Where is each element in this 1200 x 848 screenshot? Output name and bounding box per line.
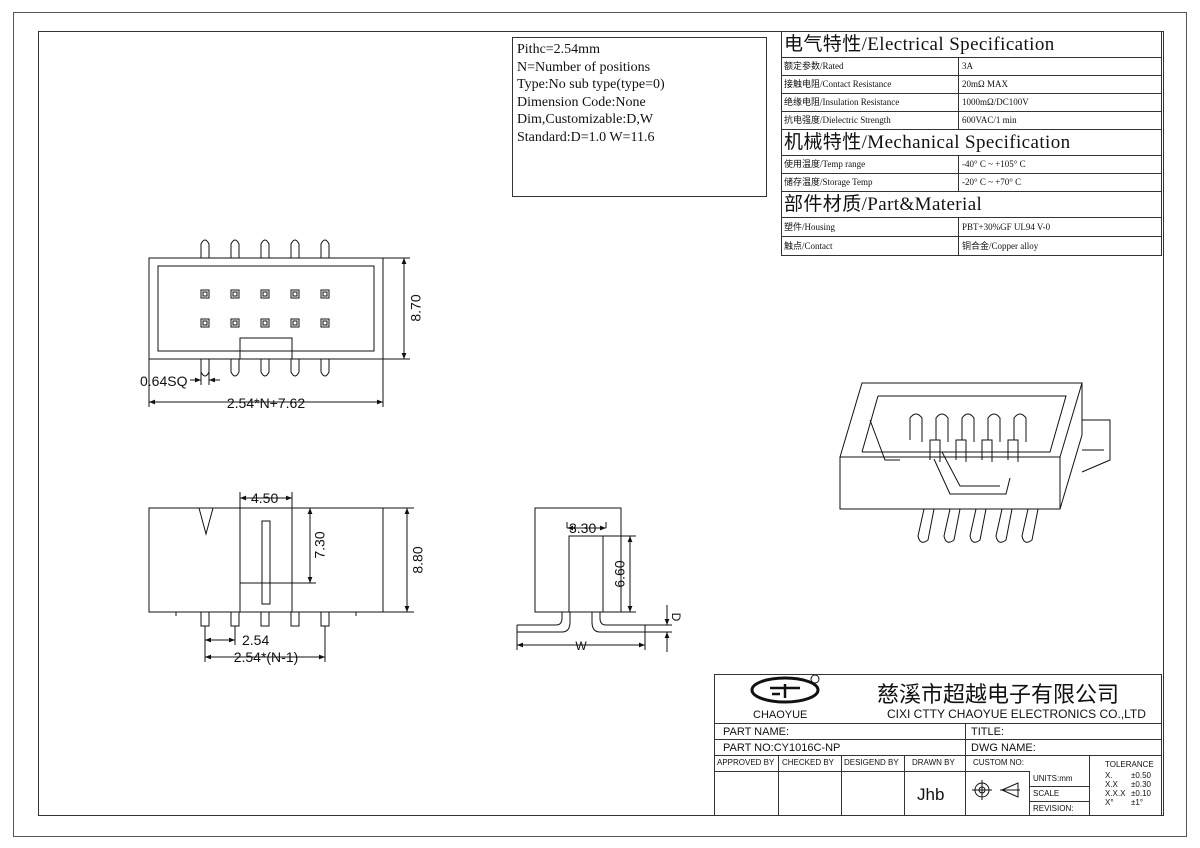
- tolerance-value: ±0.50: [1131, 771, 1151, 780]
- spec-row: 使用温度/Temp range-40° C ~ +105° C: [782, 156, 1161, 174]
- spec-value: 1000mΩ/DC100V: [962, 97, 1029, 107]
- spec-value: 铜合金/Copper alloy: [962, 241, 1039, 251]
- note-line: Type:No sub type(type=0): [517, 77, 665, 93]
- electrical-title: 电气特性/Electrical Specification: [782, 31, 1161, 58]
- dim-top-height: 8.70: [407, 294, 423, 321]
- spec-key: 触点/Contact: [782, 237, 959, 255]
- tolerance-key: X.X: [1105, 780, 1118, 789]
- tolerance-value: ±0.10: [1131, 789, 1151, 798]
- designed-by-label: DESIGEND BY: [844, 758, 899, 767]
- part-no: PART NO:CY1016C-NP: [723, 742, 841, 754]
- drawn-by-label: DRAWN BY: [912, 758, 955, 767]
- tolerance-list: X. ±0.50 X.X ±0.30 X.X.X ±0.10 X° ±1°: [1105, 771, 1151, 807]
- dim-front-inner-h: 7.30: [311, 531, 327, 558]
- note-line: Dimension Code:None: [517, 94, 646, 110]
- note-line: Dim,Customizable:D,W: [517, 112, 654, 128]
- tolerance-key: X.X.X: [1105, 789, 1126, 798]
- tolerance-row: X. ±0.50: [1105, 771, 1151, 780]
- spec-value: -20° C ~ +70° C: [962, 177, 1022, 187]
- inner-frame: [38, 31, 1164, 816]
- part-name-label: PART NAME:: [723, 726, 790, 738]
- dim-top-width: 2.54*N+7.62: [227, 395, 305, 411]
- spec-value: 600VAC/1 min: [962, 115, 1017, 125]
- tolerance-title: TOLERANCE: [1105, 760, 1154, 769]
- tolerance-value: ±0.30: [1131, 780, 1151, 789]
- approved-by-label: APPROVED BY: [717, 758, 775, 767]
- spec-row: 储存温度/Storage Temp-20° C ~ +70° C: [782, 174, 1161, 192]
- tolerance-value: ±1°: [1131, 798, 1144, 807]
- notes-box: Pithc=2.54mm N=Number of positions Type:…: [512, 37, 767, 197]
- drawn-by-value: Jhb: [917, 785, 945, 804]
- dim-side-h: 6.60: [611, 560, 627, 587]
- tolerance-row: X.X ±0.30: [1105, 780, 1151, 789]
- dim-front-height: 8.80: [409, 546, 425, 573]
- title-label: TITLE:: [971, 726, 1005, 738]
- spec-key: 塑件/Housing: [782, 218, 959, 236]
- spec-key: 绝缘电阻/Insulation Resistance: [782, 94, 959, 111]
- spec-key: 使用温度/Temp range: [782, 156, 959, 173]
- spec-value: PBT+30%GF UL94 V-0: [962, 222, 1051, 232]
- spec-value: -40° C ~ +105° C: [962, 159, 1026, 169]
- company-cn: 慈溪市超越电子有限公司: [877, 683, 1120, 708]
- dwg-name-label: DWG NAME:: [971, 742, 1036, 754]
- tolerance-row: X° ±1°: [1105, 798, 1151, 807]
- custom-no-label: CUSTOM NO:: [973, 758, 1024, 767]
- note-line: Standard:D=1.0 W=11.6: [517, 129, 655, 145]
- revision-label: REVISION:: [1033, 804, 1074, 813]
- spec-key: 额定参数/Rated: [782, 58, 959, 75]
- spec-value: 3A: [962, 61, 973, 71]
- dim-pin-span: 2.54*(N-1): [234, 649, 299, 665]
- title-block: CHAOYUE 慈溪市超越电子有限公司 CIXI CTTY CHAOYUE EL…: [714, 674, 1162, 816]
- top-view: [148, 239, 410, 407]
- spec-value: 20mΩ MAX: [962, 79, 1008, 89]
- spec-key: 抗电强度/Dielectric Strength: [782, 112, 959, 129]
- material-title: 部件材质/Part&Material: [782, 192, 1161, 218]
- tolerance-key: X°: [1105, 798, 1114, 807]
- note-line: Pithc=2.54mm: [517, 42, 600, 57]
- dim-pin-sq: 0.64SQ: [140, 373, 188, 389]
- dim-side-w: 3.30: [569, 520, 596, 536]
- dim-side-d: D: [669, 613, 683, 622]
- checked-by-label: CHECKED BY: [782, 758, 835, 767]
- iso-view: [839, 382, 1111, 543]
- spec-key: 接触电阻/Contact Resistance: [782, 76, 959, 93]
- outer-frame: [13, 12, 1187, 837]
- note-line: N=Number of positions: [517, 59, 651, 75]
- dim-pitch: 2.54: [242, 632, 269, 648]
- units-label: UNITS:mm: [1033, 774, 1073, 783]
- spec-table: 电气特性/Electrical Specification 额定参数/Rated…: [781, 31, 1162, 256]
- projection-symbol-icon: [972, 780, 1020, 800]
- dim-front-gap: 4.50: [251, 490, 278, 506]
- logo-text: CHAOYUE: [753, 709, 808, 721]
- front-view: [148, 492, 414, 662]
- mechanical-title: 机械特性/Mechanical Specification: [782, 130, 1161, 156]
- company-en: CIXI CTTY CHAOYUE ELECTRONICS CO.,LTD: [887, 707, 1146, 721]
- company-logo-icon: [750, 674, 820, 704]
- tolerance-key: X.: [1105, 771, 1113, 780]
- scale-label: SCALE: [1033, 789, 1060, 798]
- tolerance-row: X.X.X ±0.10: [1105, 789, 1151, 798]
- dim-side-total: W: [575, 639, 587, 653]
- side-view: [516, 507, 672, 652]
- spec-key: 储存温度/Storage Temp: [782, 174, 959, 191]
